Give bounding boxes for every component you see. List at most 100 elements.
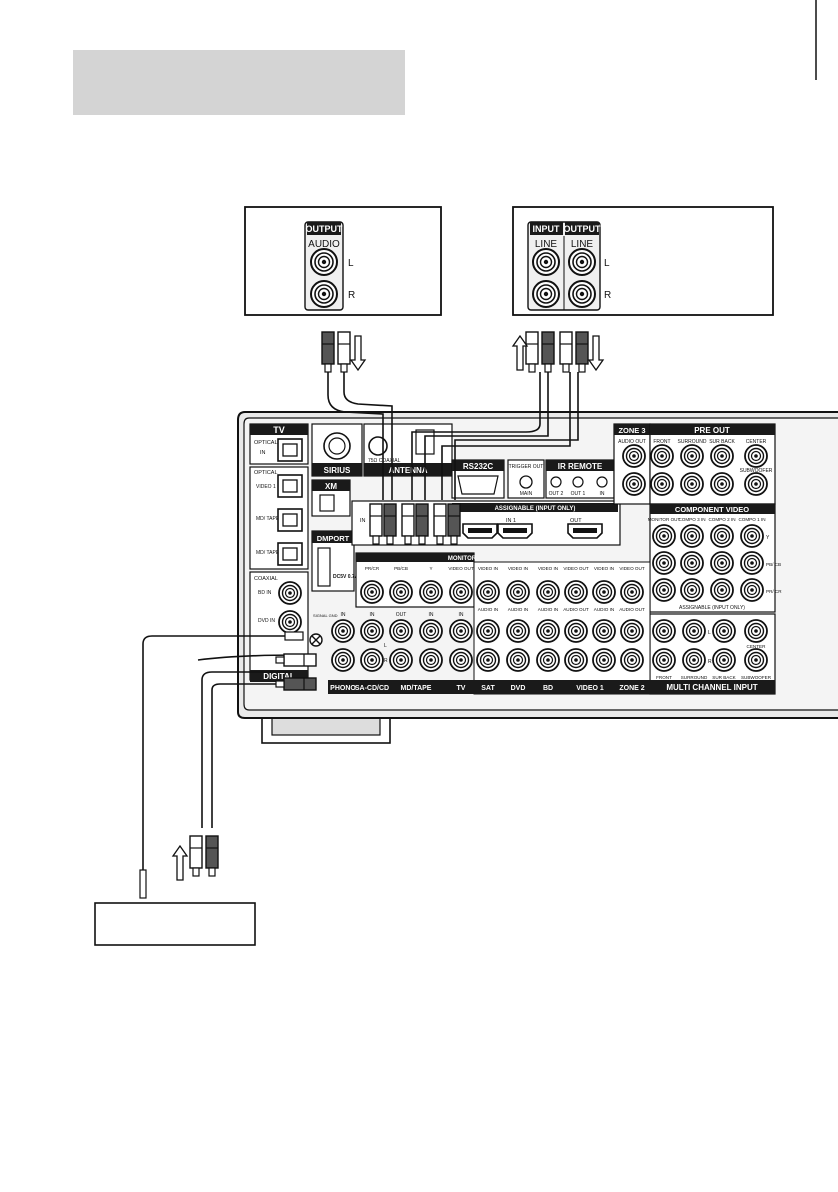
- plug-right-3: [559, 331, 573, 373]
- dvd-r-jack: [506, 648, 530, 672]
- trigger-out-label: TRIGGER OUT: [509, 464, 544, 470]
- mdtape-optical-in: [277, 508, 303, 532]
- line-in-label: LINE: [535, 239, 558, 250]
- monitor-video-out-jack: [449, 580, 473, 604]
- md-pb-jack: [389, 580, 413, 604]
- input-label-zone-2: ZONE 2: [619, 685, 644, 692]
- channel-l-label: L: [348, 258, 354, 269]
- dvd-audio-in-label: AUDIO IN: [508, 607, 528, 612]
- dvd-l-jack: [506, 619, 530, 643]
- input-label-tv: TV: [457, 685, 466, 692]
- mc-surback-l-jack: [712, 619, 736, 643]
- video1-audio-out-label: AUDIO OUT: [563, 607, 589, 612]
- audio-group-label: AUDIO: [308, 239, 340, 250]
- hdmi-in-label: IN: [360, 518, 366, 524]
- sacd-l-jack: [360, 619, 384, 643]
- tv-in-r-jack: [449, 648, 473, 672]
- arrow-up-bottom: [171, 844, 189, 881]
- input-label-sa-cd-cd: SA-CD/CD: [355, 685, 389, 692]
- signal-flow-arrows: [171, 334, 605, 881]
- pre-front-r-jack: [650, 472, 674, 496]
- plug-left-1: [321, 331, 335, 373]
- dvd-in-label: DVD IN: [258, 618, 275, 624]
- mdtape-out-label: MD/ TAPE OUT: [256, 550, 291, 556]
- plug-bottom-2: [205, 835, 219, 877]
- ir-in-label: IN: [600, 491, 605, 497]
- zone3-audio-out-label: AUDIO OUT: [618, 439, 646, 445]
- sat-video-in-label: VIDEO IN: [478, 566, 498, 571]
- optical-group-label: OPTICAL: [254, 470, 278, 476]
- input-label-sat: SAT: [481, 685, 495, 692]
- cv-compo2-pr-jack: [710, 578, 734, 602]
- digital-label: DIGITAL: [263, 672, 295, 681]
- optical-in-label: IN: [260, 450, 266, 456]
- monitor-video-out-label: VIDEO OUT: [448, 566, 473, 571]
- pb-cb-label: PB/CB: [394, 566, 408, 571]
- line-in-l-jack: [532, 248, 560, 276]
- phono-r-jack: [331, 648, 355, 672]
- pre-surback-r-jack: [710, 472, 734, 496]
- tv-header: TV: [273, 425, 285, 435]
- mdtape-optical-out: [277, 542, 303, 566]
- device-top-right: INPUT OUTPUT LINE LINE L R: [512, 206, 774, 316]
- channel-r-label: R: [348, 290, 355, 301]
- cv-monitor-pr-jack: [652, 578, 676, 602]
- hdmi-in-port: [462, 523, 498, 539]
- device-bottom-left: [94, 902, 256, 946]
- md-pr-jack: [360, 580, 384, 604]
- video1-in-label: VIDEO 1 IN: [256, 484, 283, 490]
- zone3-l-jack: [622, 444, 646, 468]
- mdtape-out-r-jack: [389, 648, 413, 672]
- hdmi-in1-label: IN 1: [506, 518, 516, 524]
- plug-bottom-1: [189, 835, 203, 877]
- coaxial-label: COAXIAL: [254, 576, 278, 582]
- pre-subwoofer-jack: [744, 472, 768, 496]
- cv-compo3-pb-jack: [680, 551, 704, 575]
- mdtape-in-label: IN: [429, 612, 434, 618]
- ir-out1-label: OUT 1: [571, 491, 586, 497]
- bd-coaxial-in: [278, 581, 302, 605]
- phono-l-jack: [331, 619, 355, 643]
- mc-center-label: CENTER: [747, 644, 767, 649]
- video1-in-l-jack: [592, 619, 616, 643]
- channel-l-label: L: [604, 258, 610, 269]
- tv-optical-in: [277, 438, 303, 462]
- zone2-r-jack: [620, 648, 644, 672]
- ir-out2-label: OUT 2: [549, 491, 564, 497]
- pre-surback-l-jack: [710, 444, 734, 468]
- mc-surback-label: SUR BACK: [712, 675, 736, 680]
- mc-surround-l-jack: [682, 619, 706, 643]
- video1-out-r-jack: [564, 648, 588, 672]
- video1-in-r-jack: [592, 648, 616, 672]
- bd-audio-in-label: AUDIO IN: [538, 607, 558, 612]
- mc-center-jack: [744, 619, 768, 643]
- bd-in-label: BD IN: [258, 590, 272, 596]
- monitor-label: MONITOR: [448, 556, 477, 562]
- mc-subwoofer-label: SUBWOOFER: [741, 675, 772, 680]
- antenna-label: ANTENNA: [388, 466, 427, 475]
- line-out-r-jack: [568, 280, 596, 308]
- trigger-main-label: MAIN: [520, 491, 533, 497]
- input-label-phono: PHONO: [330, 685, 356, 692]
- line-out-label: LINE: [571, 239, 594, 250]
- cv-compo2-pb-jack: [710, 551, 734, 575]
- cv-compo1-pb-jack: [740, 551, 764, 575]
- sat-l-jack: [476, 619, 500, 643]
- sat-audio-in-label: AUDIO IN: [478, 607, 498, 612]
- sat-r-jack: [476, 648, 500, 672]
- rs232c-label: RS232C: [463, 462, 493, 471]
- cv-compo1-y-jack: [740, 524, 764, 548]
- md-y-jack: [419, 580, 443, 604]
- cv-monitor-y-jack: [652, 524, 676, 548]
- mc-surround-label: SURROUND: [681, 675, 708, 680]
- output-header: OUTPUT: [564, 224, 602, 234]
- cv-assignable-label: ASSIGNABLE (INPUT ONLY): [679, 605, 745, 611]
- input-header: INPUT: [533, 224, 561, 234]
- zone2-l-jack: [620, 619, 644, 643]
- tv-in-label: IN: [459, 612, 464, 618]
- channel-r-label: R: [604, 290, 611, 301]
- pre-front-l-jack: [650, 444, 674, 468]
- pre-surback-label: SUR BACK: [709, 439, 735, 445]
